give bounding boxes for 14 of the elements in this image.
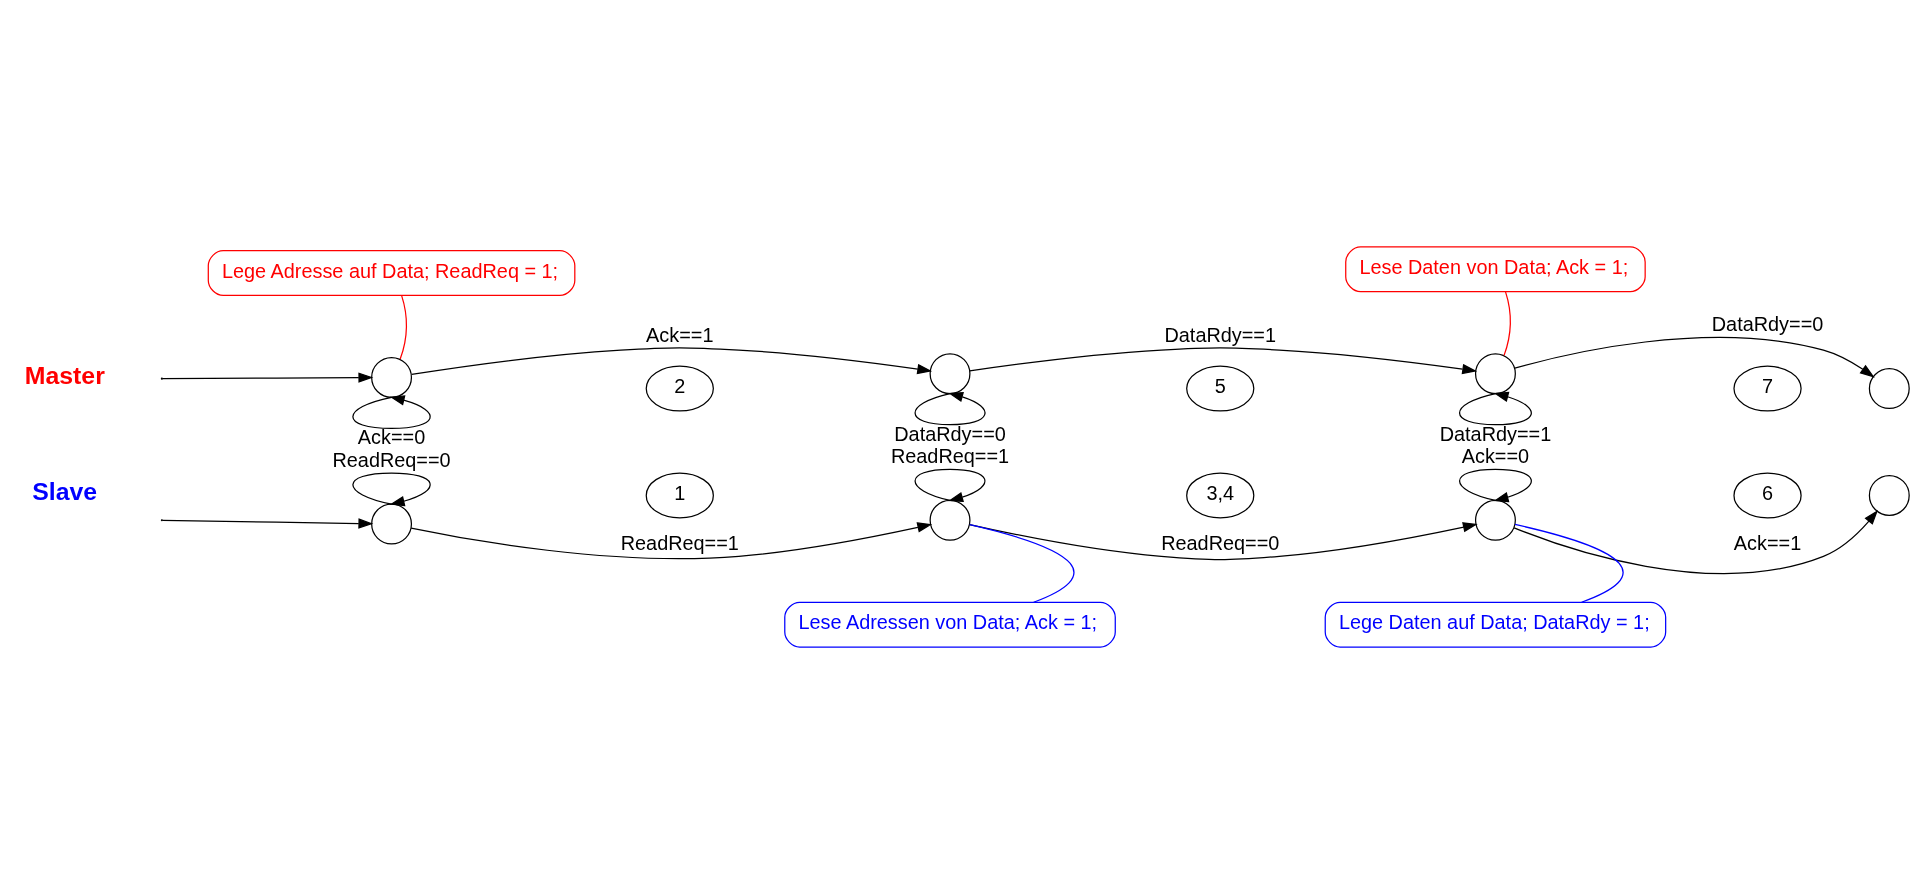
- edge-label: ReadReq==1: [620, 531, 739, 554]
- edge-label: DataRdy==1: [1164, 323, 1277, 346]
- edge-label: Ack==1: [646, 323, 714, 346]
- edge-label: Ack==0: [1461, 444, 1530, 467]
- edge-label: ReadReq==0: [1161, 531, 1280, 554]
- edge-label: ReadReq==1: [890, 444, 1010, 467]
- edge-label: DataRdy==0: [894, 422, 1006, 445]
- edge-label: Ack==1: [1733, 531, 1802, 554]
- edge-label: DataRdy==1: [1439, 422, 1552, 445]
- edge-label: ReadReq==0: [332, 448, 451, 471]
- label: Slave: [32, 477, 98, 505]
- edge-label: DataRdy==0: [1711, 312, 1824, 335]
- edge-label: Ack==0: [357, 425, 426, 448]
- label: Master: [24, 361, 105, 389]
